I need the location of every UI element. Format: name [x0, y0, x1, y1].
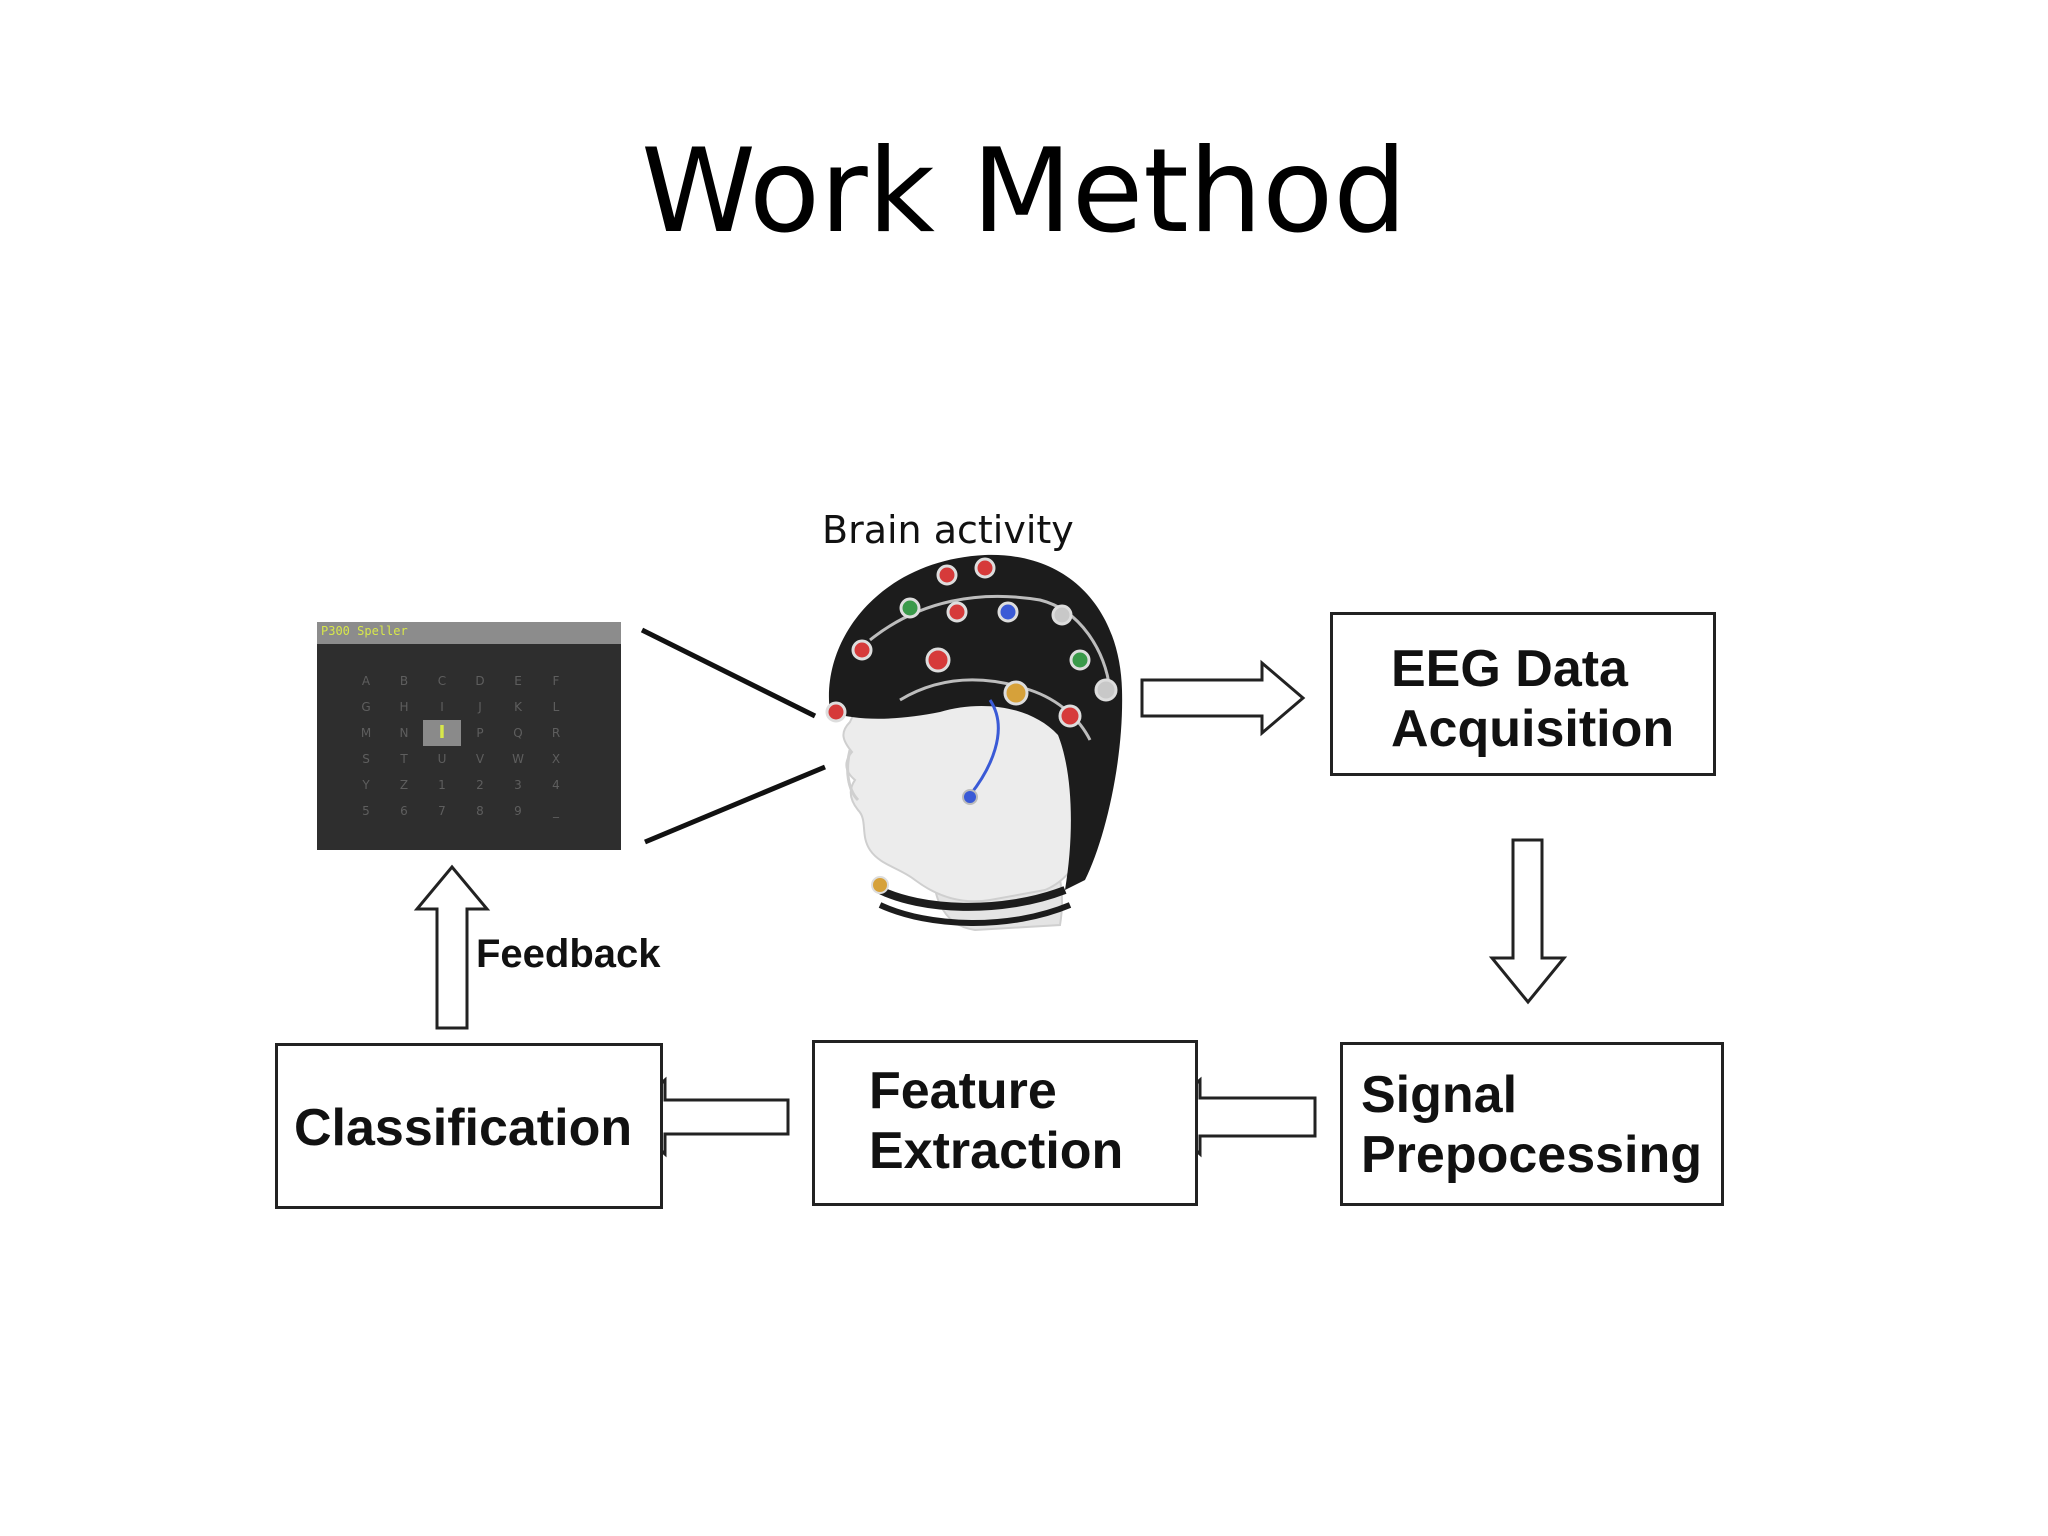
speller-cell: 5	[362, 804, 370, 818]
speller-cell: A	[361, 674, 371, 688]
eeg-box-line-2: Acquisition	[1391, 700, 1675, 758]
speller-cell: R	[551, 726, 561, 740]
feature-extraction-box: Feature Extraction	[812, 1040, 1198, 1206]
eeg-cap-head-illustration	[825, 554, 1123, 932]
arrow-feedback-up	[413, 864, 491, 1030]
speller-cell: Y	[362, 778, 370, 792]
speller-cell: 4	[552, 778, 560, 792]
classification-box: Classification	[275, 1043, 663, 1209]
speller-cell: Q	[513, 726, 523, 740]
eeg-acquisition-box: EEG Data Acquisition	[1330, 612, 1716, 776]
brain-activity-label: Brain activity	[822, 508, 1074, 552]
speller-cell: D	[475, 674, 485, 688]
slide-title: Work Method	[641, 124, 1407, 259]
feedback-label: Feedback	[476, 932, 661, 976]
speller-cell: 2	[476, 778, 484, 792]
speller-window-title: P300 Speller	[321, 624, 408, 638]
speller-cell: 3	[514, 778, 522, 792]
signal-box-line-1: Signal	[1361, 1066, 1518, 1124]
speller-cell: E	[514, 674, 522, 688]
speller-cell: 8	[476, 804, 484, 818]
speller-cell: 7	[438, 804, 446, 818]
speller-cell: J	[478, 700, 482, 714]
speller-cell: S	[362, 752, 370, 766]
classification-box-text: Classification	[294, 1099, 633, 1157]
speller-cell: 6	[400, 804, 408, 818]
feature-box-line-1: Feature	[869, 1062, 1057, 1120]
speller-highlighted-cell: I	[423, 720, 461, 746]
speller-cell: U	[437, 752, 447, 766]
speller-cell: I	[440, 700, 444, 714]
speller-cell: _	[553, 804, 559, 818]
speller-head-line-top	[640, 627, 817, 719]
speller-head-line-bottom	[644, 764, 826, 845]
speller-cell: G	[361, 700, 371, 714]
signal-box-line-2: Prepocessing	[1361, 1126, 1703, 1184]
speller-cell: K	[514, 700, 522, 714]
speller-cell: T	[400, 752, 408, 766]
speller-cell: L	[552, 700, 560, 714]
speller-cell: C	[437, 674, 447, 688]
speller-cell: B	[399, 674, 409, 688]
speller-cell: F	[552, 674, 560, 688]
speller-cell: 1	[438, 778, 446, 792]
speller-cell: 9	[514, 804, 522, 818]
speller-cell: W	[512, 752, 524, 766]
arrow-to-signal	[1488, 838, 1568, 1005]
electrodes	[825, 557, 1118, 894]
speller-cell: V	[475, 752, 485, 766]
speller-cell: M	[360, 726, 372, 740]
signal-preprocessing-box: Signal Prepocessing	[1340, 1042, 1724, 1206]
feature-box-line-2: Extraction	[869, 1122, 1124, 1180]
eeg-cap	[828, 554, 1123, 890]
speller-title-bar: P300 Speller	[317, 622, 621, 644]
speller-cell: P	[476, 726, 484, 740]
speller-cell: X	[551, 752, 561, 766]
eeg-box-line-1: EEG Data	[1391, 640, 1628, 698]
speller-cell: H	[399, 700, 409, 714]
speller-cell: Z	[399, 778, 409, 792]
speller-cell: N	[399, 726, 409, 740]
arrow-to-eeg	[1140, 659, 1306, 737]
